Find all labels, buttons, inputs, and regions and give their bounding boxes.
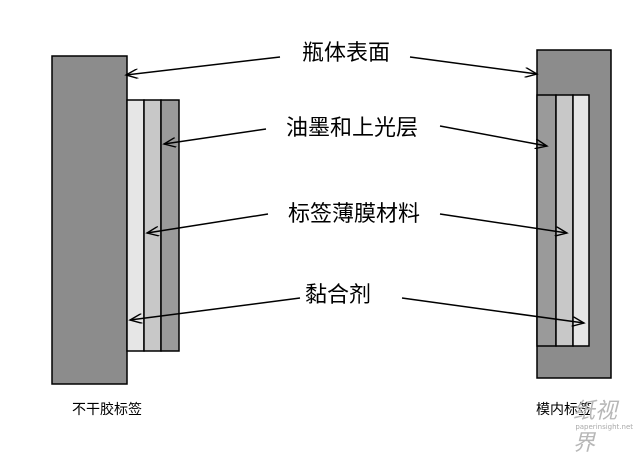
label-structure-diagram: 瓶体表面 油墨和上光层 标签薄膜材料 黏合剂 [51,41,612,385]
label-film-material: 标签薄膜材料 [288,202,420,227]
left-film-layer [143,99,162,352]
right-film-layer [555,94,574,347]
arrow-bottle-surface-right [409,56,537,74]
arrow-ink-left [164,128,267,144]
label-bottle-surface: 瓶体表面 [302,41,390,66]
caption-left: 不干胶标签 [72,402,142,418]
arrow-bottle-surface-left [126,56,281,75]
caption-right: 模内标签 [536,402,592,418]
right-adhesive-layer [572,94,590,347]
arrow-film-left [147,213,269,233]
left-adhesive-layer [126,99,145,352]
arrow-ink-right [439,125,547,146]
left-ink-layer [160,99,180,352]
watermark: 纸视界 paperinsight.net [573,393,639,456]
label-ink-layer: 油墨和上光层 [286,116,418,141]
watermark-url: paperinsight.net [575,423,633,431]
arrow-adhesive-left [130,297,301,320]
left-bottle-wall [51,55,128,385]
right-ink-layer [536,94,557,347]
arrow-adhesive-right [401,297,584,323]
label-adhesive: 黏合剂 [305,283,371,308]
arrow-film-right [439,213,567,233]
